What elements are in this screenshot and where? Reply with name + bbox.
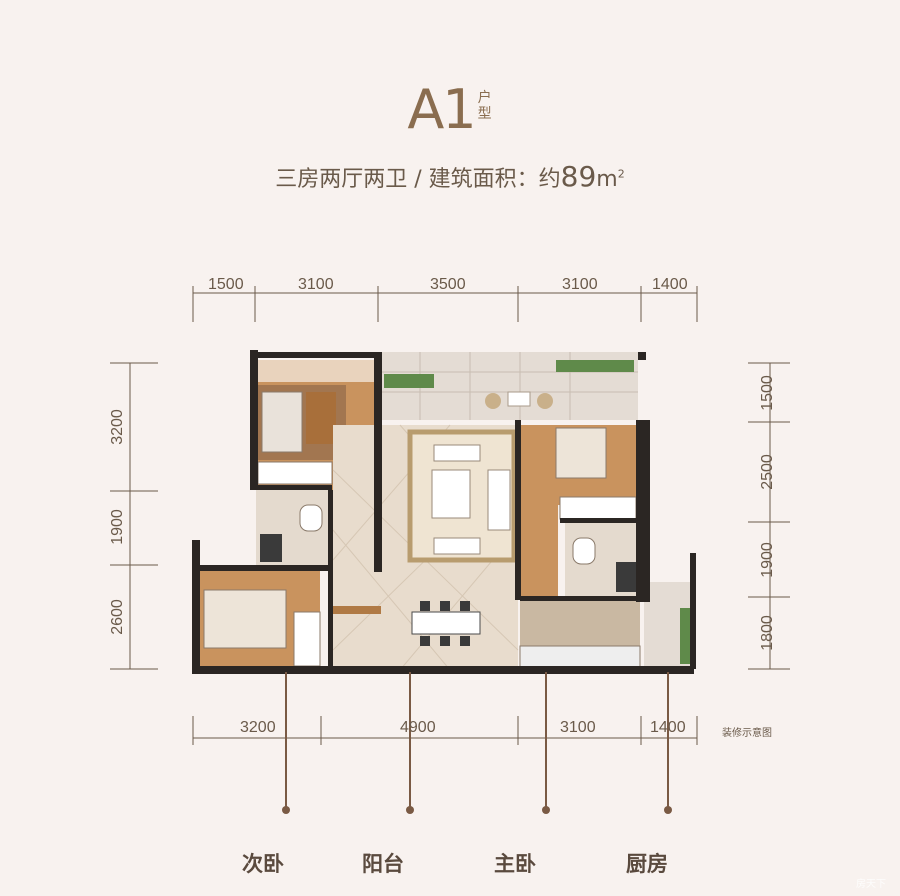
right-dim-4: 1800	[759, 615, 776, 651]
top-dim-5: 1400	[652, 276, 688, 293]
desk	[306, 392, 336, 444]
bay-window	[258, 360, 374, 382]
balcony-plants-right	[556, 360, 634, 372]
leader-lines	[285, 672, 669, 808]
label-secondary-bedroom: 次卧	[242, 852, 284, 876]
right-dim-1: 1500	[759, 375, 776, 411]
toilet-1	[299, 504, 323, 532]
top-dim-4: 3100	[562, 276, 598, 293]
kitchen-counter	[519, 645, 641, 669]
dimension-lines	[110, 286, 790, 745]
plan-code-suffix: 户型	[477, 90, 493, 122]
master-bed	[555, 427, 607, 479]
armchair-bottom	[433, 537, 481, 555]
balcony-plants-left	[384, 374, 434, 388]
third-wardrobe	[293, 611, 321, 667]
balcony-chair-2	[537, 393, 553, 409]
bottom-dim-2: 4900	[400, 719, 436, 736]
right-dim-2: 2500	[759, 454, 776, 490]
sofa	[487, 469, 511, 531]
suffix-char-1: 户	[477, 90, 492, 106]
area-unit-sup: 2	[617, 167, 625, 181]
third-bed	[203, 589, 287, 649]
dining-table	[411, 611, 481, 635]
walls	[192, 350, 696, 674]
subtitle-text: 三房两厅两卫 / 建筑面积：约	[275, 167, 561, 192]
top-dim-1: 1500	[208, 276, 244, 293]
armchair-top	[433, 444, 481, 462]
bottom-dim-3: 3100	[560, 719, 596, 736]
label-balcony: 阳台	[362, 852, 404, 876]
area-number: 89	[560, 160, 597, 193]
watermark: 房天下	[856, 879, 886, 890]
dining-shelf	[333, 606, 381, 614]
balcony-table	[507, 391, 531, 407]
suffix-char-2: 型	[477, 106, 492, 122]
coffee-table	[431, 469, 471, 519]
decoration-note: 装修示意图	[722, 728, 772, 739]
master-wardrobe	[559, 496, 637, 520]
master-corridor	[518, 505, 558, 600]
top-dim-2: 3100	[298, 276, 334, 293]
bed	[261, 391, 303, 453]
label-master-bedroom: 主卧	[494, 852, 536, 876]
plan-code: A1	[407, 78, 476, 141]
wardrobe	[257, 461, 333, 485]
left-dim-3: 2600	[109, 599, 126, 635]
sink-1	[260, 534, 282, 562]
bottom-dim-1: 3200	[240, 719, 276, 736]
plan-subtitle: 三房两厅两卫 / 建筑面积：约89m2	[0, 160, 900, 193]
right-dim-3: 1900	[759, 542, 776, 578]
left-dim-1: 3200	[109, 409, 126, 445]
bottom-dim-4: 1400	[650, 719, 686, 736]
toilet-2	[572, 537, 596, 565]
sink-2	[616, 562, 636, 592]
label-kitchen: 厨房	[626, 852, 668, 876]
balcony-chair	[485, 393, 501, 409]
left-dim-2: 1900	[109, 509, 126, 545]
top-dim-3: 3500	[430, 276, 466, 293]
area-unit: m	[596, 167, 618, 192]
